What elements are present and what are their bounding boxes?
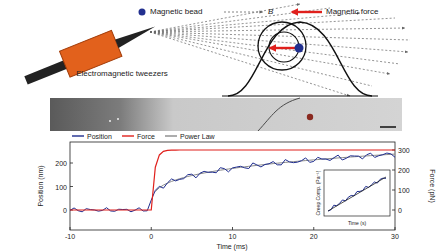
field-lines bbox=[150, 4, 410, 96]
legend-dot bbox=[139, 9, 146, 16]
inset-fit bbox=[328, 177, 386, 211]
tip-dot bbox=[109, 120, 111, 122]
x-tick-label: 30 bbox=[391, 233, 399, 240]
x-tick bbox=[395, 227, 396, 230]
legend-red-arrow bbox=[292, 11, 322, 13]
x-tick-label: 0 bbox=[149, 233, 153, 240]
axis-title: Force (pN) bbox=[429, 169, 436, 202]
cell-outline bbox=[228, 22, 372, 96]
legend-line bbox=[122, 135, 134, 136]
y2-tick-label: 300 bbox=[398, 147, 410, 154]
x-tick-label: -10 bbox=[65, 233, 75, 240]
field-line bbox=[150, 32, 408, 52]
field-line bbox=[150, 8, 330, 32]
field-line bbox=[150, 18, 395, 32]
y-tick-label: 100 bbox=[55, 183, 67, 190]
legend-text: Magnetic force bbox=[326, 8, 378, 16]
inset-axis-title: Creep Comp. (Pa⁻¹) bbox=[316, 171, 321, 216]
plot-frame bbox=[70, 142, 395, 230]
inset-frame bbox=[324, 170, 390, 216]
x-tick-label: 20 bbox=[310, 233, 318, 240]
y2-tick-label: 100 bbox=[398, 187, 410, 194]
x-tick bbox=[70, 227, 71, 230]
axis-title: Time (ms) bbox=[216, 242, 247, 249]
legend-line bbox=[165, 135, 177, 136]
field-line bbox=[150, 32, 410, 40]
scale-bar bbox=[380, 126, 396, 128]
legend-line bbox=[72, 135, 84, 136]
x-tick bbox=[232, 227, 233, 230]
tweezers bbox=[21, 15, 161, 93]
tip-dot bbox=[117, 118, 119, 120]
magnetic-bead bbox=[295, 44, 304, 53]
x-tick-label: 10 bbox=[229, 233, 237, 240]
inset-axis-title: Time (s) bbox=[348, 220, 366, 225]
legend-text: Force bbox=[137, 133, 155, 140]
field-loop bbox=[269, 32, 299, 62]
legend-text: B bbox=[268, 8, 273, 16]
y2-tick-label: 0 bbox=[398, 207, 402, 214]
legend-text: Magnetic bead bbox=[150, 8, 202, 16]
y2-tick bbox=[392, 170, 395, 171]
x-tick bbox=[313, 227, 314, 230]
field-loop bbox=[258, 22, 306, 70]
y2-tick-label: 200 bbox=[398, 167, 410, 174]
legend-text: Power Law bbox=[180, 133, 215, 140]
y-tick bbox=[70, 186, 73, 187]
y-tick-label: 200 bbox=[55, 160, 67, 167]
x-tick bbox=[151, 227, 152, 230]
device-label: Electromagnetic tweezers bbox=[76, 70, 168, 78]
y-tick bbox=[70, 163, 73, 164]
cell-edge bbox=[258, 98, 300, 131]
field-line bbox=[150, 32, 350, 96]
field-line bbox=[150, 32, 390, 74]
substrate bbox=[222, 96, 378, 97]
force-arrow bbox=[270, 47, 296, 49]
legend-dashed-arrow bbox=[224, 12, 263, 13]
y-tick-label: 0 bbox=[63, 207, 67, 214]
legend-text: Position bbox=[87, 133, 112, 140]
microscopy-image bbox=[50, 98, 402, 131]
y2-tick bbox=[392, 210, 395, 211]
bead-image bbox=[307, 114, 313, 120]
chart bbox=[70, 142, 395, 230]
legend-samples bbox=[72, 9, 322, 137]
field-line bbox=[150, 28, 405, 32]
field-line bbox=[150, 4, 300, 32]
y2-tick bbox=[392, 190, 395, 191]
axis-title: Position (nm) bbox=[37, 165, 44, 206]
